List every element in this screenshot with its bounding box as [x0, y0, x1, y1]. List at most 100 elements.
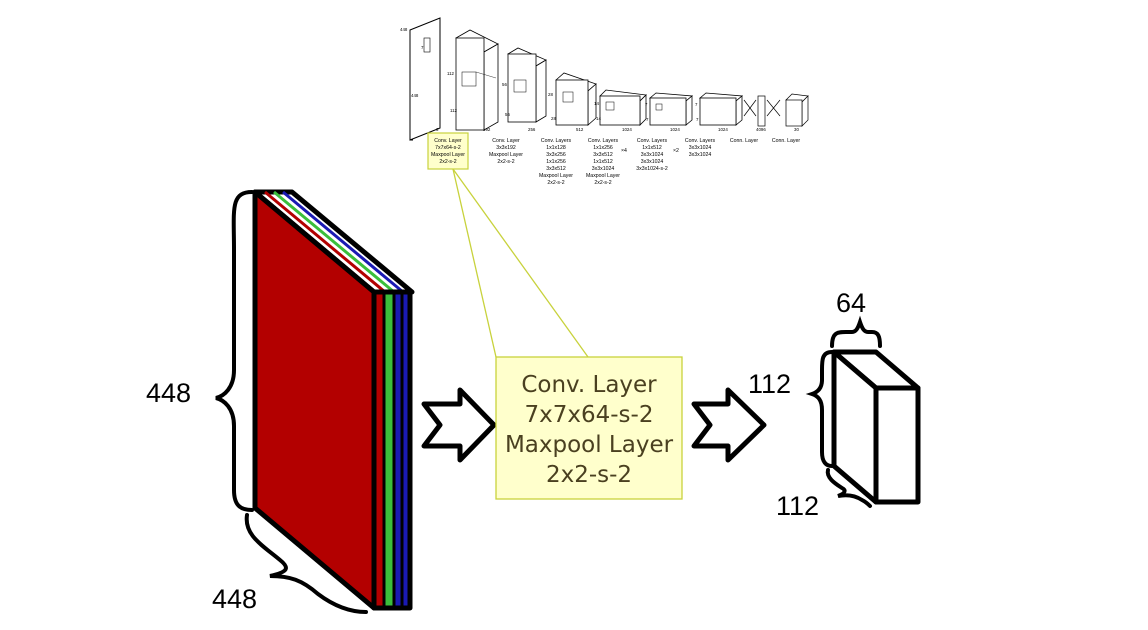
svg-text:2x2-s-2: 2x2-s-2 — [497, 159, 514, 165]
thumb-caption-3: Conv. Layers 1x1x128 3x3x256 1x1x256 3x3… — [539, 138, 573, 186]
thumb-b1-w: 112 — [450, 108, 458, 113]
thumb-b1-c: 192 — [483, 127, 491, 132]
thumb-block-2 — [507, 47, 547, 123]
thumb-b6-w: 7 — [696, 117, 699, 122]
thumb-b1-h: 112 — [447, 71, 455, 76]
thumb-b3-c: 512 — [576, 127, 584, 132]
thumb-repeat-x2: ×2 — [673, 148, 679, 154]
svg-text:Conv. Layers: Conv. Layers — [588, 138, 619, 144]
thumb-input-block — [409, 17, 441, 141]
svg-text:7x7x64-s-2: 7x7x64-s-2 — [435, 145, 461, 151]
thumb-b4-h: 14 — [594, 101, 599, 106]
output-volume-side — [873, 385, 921, 505]
thumb-b6-h: 7 — [695, 102, 698, 107]
output-depth-brace — [830, 315, 882, 348]
svg-text:Conn. Layer: Conn. Layer — [730, 138, 759, 144]
svg-text:3x3x1024: 3x3x1024 — [641, 159, 664, 165]
layer-box-line-1: Conv. Layer — [521, 372, 657, 398]
thumb-b5-c: 1024 — [670, 127, 680, 132]
thumb-b4-w: 14 — [596, 116, 601, 121]
layer-box-line-3: Maxpool Layer — [505, 432, 674, 458]
svg-text:Conv. Layer: Conv. Layer — [434, 138, 462, 144]
hollow-right-arrow-icon — [421, 387, 497, 463]
svg-text:1x1x256: 1x1x256 — [546, 159, 566, 165]
output-depth-label: 64 — [836, 288, 866, 318]
thumb-block-5 — [648, 92, 694, 126]
thumb-highlight-box — [427, 132, 469, 170]
layer-box-line-4: 2x2-s-2 — [546, 462, 632, 488]
svg-text:3x3x1024: 3x3x1024 — [689, 145, 712, 151]
svg-text:Conv. Layers: Conv. Layers — [637, 138, 668, 144]
output-width-brace — [825, 468, 872, 508]
output-volume-front — [831, 349, 879, 505]
svg-text:3x3x512: 3x3x512 — [593, 152, 613, 158]
svg-text:Conv. Layers: Conv. Layers — [541, 138, 572, 144]
thumb-caption-5: Conv. Layers 1x1x512 3x3x1024 3x3x1024 3… — [636, 138, 679, 172]
svg-text:2x2-s-2: 2x2-s-2 — [594, 180, 611, 186]
input-width-brace — [244, 513, 368, 614]
svg-text:2x2-s-2: 2x2-s-2 — [547, 180, 564, 186]
input-volume — [252, 189, 415, 611]
layer-box-line-2: 7x7x64-s-2 — [525, 402, 654, 428]
svg-text:Conn. Layer: Conn. Layer — [772, 138, 801, 144]
thumb-block-1 — [455, 29, 499, 131]
input-channel-red-side — [374, 292, 384, 608]
thumb-caption-2: Conv. Layer 3x3x192 Maxpool Layer 2x2-s-… — [489, 138, 523, 165]
thumb-b3-w: 28 — [551, 116, 556, 121]
input-height-label: 448 — [146, 378, 191, 408]
thumb-fc-layers — [743, 93, 809, 127]
thumb-caption-7: Conn. Layer — [730, 138, 759, 144]
svg-text:1x1x512: 1x1x512 — [593, 159, 613, 165]
output-height-brace — [805, 350, 834, 468]
svg-text:Maxpool Layer: Maxpool Layer — [586, 173, 620, 179]
network-overview-thumbnail: 448 448 3 7 112 112 192 56 56 256 — [400, 17, 809, 186]
thumb-caption-6: Conv. Layers 3x3x1024 3x3x1024 — [685, 138, 716, 158]
svg-text:Conv. Layer: Conv. Layer — [492, 138, 520, 144]
svg-text:3x3x1024-s-2: 3x3x1024-s-2 — [636, 166, 668, 172]
input-channel-green-side — [384, 292, 394, 608]
thumb-input-c: 3 — [436, 127, 439, 132]
svg-text:3x3x512: 3x3x512 — [546, 166, 566, 172]
thumb-b3-h: 28 — [548, 92, 553, 97]
svg-text:3x3x1024: 3x3x1024 — [592, 166, 615, 172]
svg-text:1x1x256: 1x1x256 — [593, 145, 613, 151]
thumb-caption-1: Conv. Layer 7x7x64-s-2 Maxpool Layer 2x2… — [431, 138, 465, 165]
thumb-repeat-x4: ×4 — [621, 148, 627, 154]
hollow-right-arrow-icon — [691, 387, 767, 463]
svg-text:Maxpool Layer: Maxpool Layer — [431, 152, 465, 158]
svg-text:3x3x1024: 3x3x1024 — [641, 152, 664, 158]
thumb-input-h: 448 — [400, 27, 408, 32]
zoom-connector-lines — [452, 168, 589, 358]
thumb-b2-h: 56 — [502, 82, 507, 87]
thumb-k1: 7 — [421, 45, 424, 50]
thumb-fc1: 4096 — [756, 127, 766, 132]
output-height-label: 112 — [748, 369, 791, 399]
thumb-b2-w: 56 — [505, 112, 510, 117]
svg-text:2x2-s-2: 2x2-s-2 — [439, 159, 456, 165]
thumb-b4-c: 1024 — [622, 127, 632, 132]
thumb-caption-4: Conv. Layers 1x1x256 3x3x512 1x1x512 3x3… — [586, 138, 627, 186]
thumb-input-w: 448 — [411, 93, 419, 98]
svg-text:Conv. Layers: Conv. Layers — [685, 138, 716, 144]
thumb-b6-c: 1024 — [718, 127, 728, 132]
thumb-block-3 — [555, 72, 597, 126]
svg-text:Maxpool Layer: Maxpool Layer — [489, 152, 523, 158]
thumb-b5-h: 7 — [645, 102, 648, 107]
conv-maxpool-layer-box: Conv. Layer 7x7x64-s-2 Maxpool Layer 2x2… — [495, 356, 683, 500]
thumb-block-6 — [698, 92, 744, 126]
svg-text:1x1x512: 1x1x512 — [642, 145, 662, 151]
thumb-block-4 — [599, 89, 647, 126]
thumb-caption-8: Conn. Layer — [772, 138, 801, 144]
input-width-label: 448 — [212, 584, 257, 614]
output-volume — [831, 349, 921, 505]
thumb-fc2: 30 — [794, 127, 799, 132]
svg-text:3x3x192: 3x3x192 — [496, 145, 516, 151]
svg-text:1x1x128: 1x1x128 — [546, 145, 566, 151]
thumb-b5-w: 7 — [646, 117, 649, 122]
output-width-label: 112 — [776, 491, 819, 521]
svg-text:Maxpool Layer: Maxpool Layer — [539, 173, 573, 179]
svg-text:3x3x1024: 3x3x1024 — [689, 152, 712, 158]
svg-text:3x3x256: 3x3x256 — [546, 152, 566, 158]
input-height-brace — [215, 190, 254, 512]
